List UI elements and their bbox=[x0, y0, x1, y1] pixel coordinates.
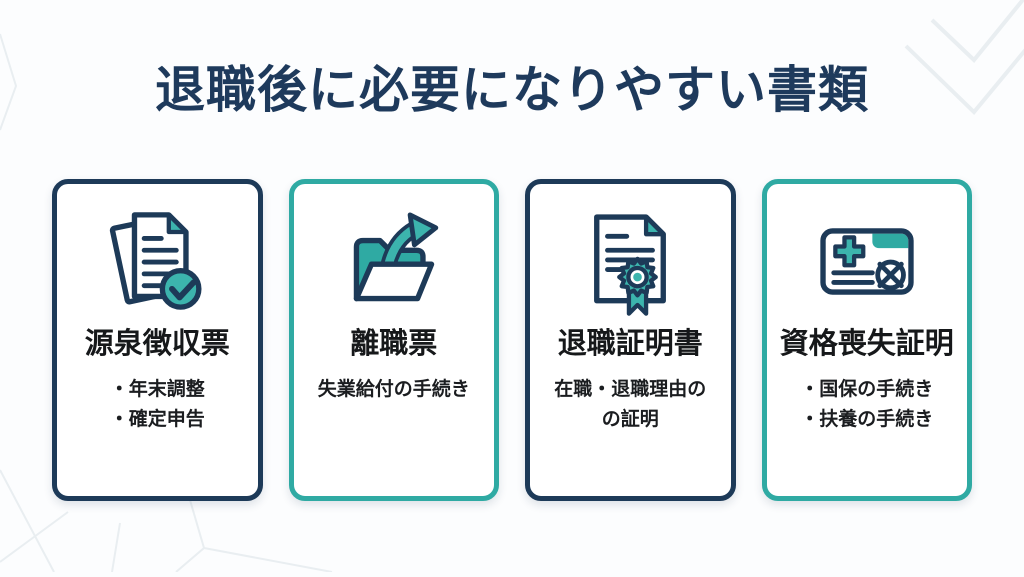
card-details: 在職・退職理由の の証明 bbox=[554, 375, 706, 435]
card-detail-line: ・年末調整 bbox=[109, 379, 205, 401]
card-detail-line: ・扶養の手続き bbox=[800, 409, 934, 431]
card-title: 源泉徴収票 bbox=[84, 328, 230, 360]
card-detail-line: ・国保の手続き bbox=[800, 379, 934, 401]
card-title: 資格喪失証明 bbox=[779, 328, 954, 360]
document-cards-row: 源泉徴収票 ・年末調整 ・確定申告 離職票 失業給付の手続き bbox=[52, 179, 972, 501]
checkmark-watermark-icon bbox=[904, 0, 1024, 115]
card-detail-line: 在職・退職理由の bbox=[554, 379, 707, 401]
card-separation-notice: 離職票 失業給付の手続き bbox=[288, 179, 499, 501]
folder-export-icon bbox=[335, 202, 453, 320]
card-withholding-slip: 源泉徴収票 ・年末調整 ・確定申告 bbox=[52, 179, 263, 501]
card-title: 離職票 bbox=[350, 328, 438, 360]
card-details: ・国保の手続き ・扶養の手続き bbox=[800, 375, 933, 435]
card-detail-line: ・確定申告 bbox=[109, 409, 205, 431]
card-detail-line: の証明 bbox=[601, 409, 659, 431]
card-retirement-certificate: 退職証明書 在職・退職理由の の証明 bbox=[525, 179, 736, 501]
card-loss-of-insurance-certificate: 資格喪失証明 ・国保の手続き ・扶養の手続き bbox=[761, 179, 972, 501]
certificate-ribbon-icon bbox=[571, 202, 689, 320]
mesh-lines-decoration bbox=[0, 33, 333, 573]
card-details: ・年末調整 ・確定申告 bbox=[110, 375, 205, 435]
document-check-icon bbox=[98, 202, 216, 320]
card-details: 失業給付の手続き bbox=[318, 375, 470, 405]
page-title: 退職後に必要になりやすい書類 bbox=[155, 62, 869, 118]
card-detail-line: 失業給付の手続き bbox=[317, 379, 470, 401]
insurance-card-icon bbox=[808, 202, 926, 320]
card-title: 退職証明書 bbox=[557, 328, 703, 360]
